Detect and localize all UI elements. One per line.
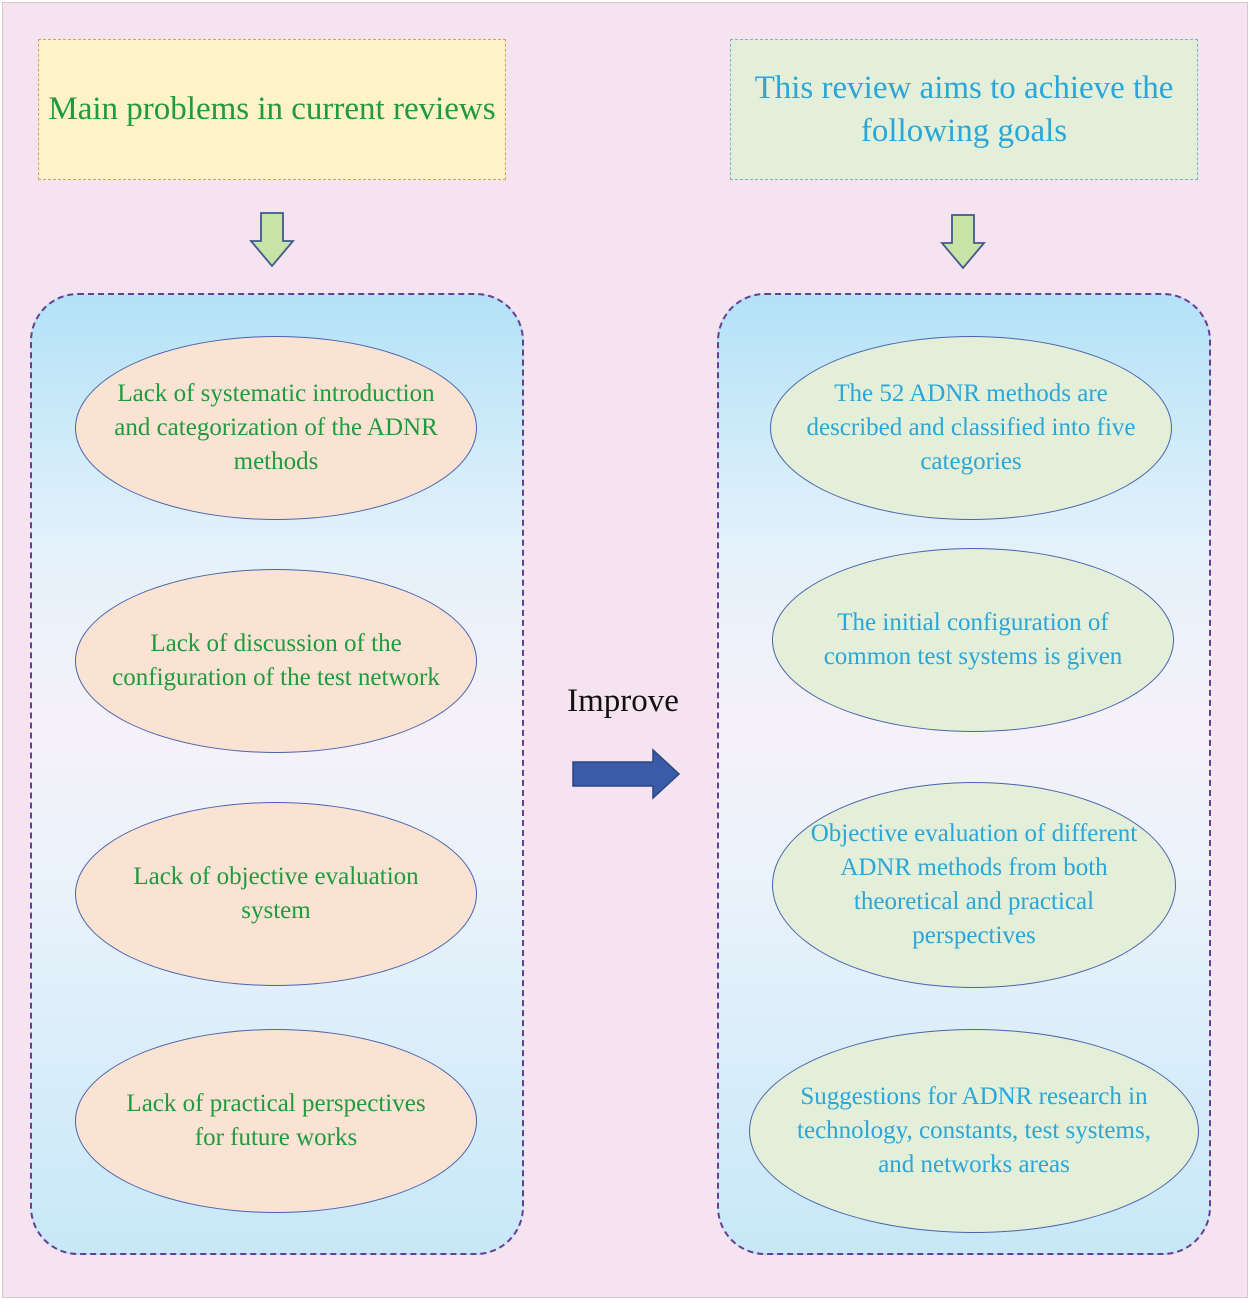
right-item-2: The initial configuration of common test… — [772, 548, 1174, 732]
left-item-2: Lack of discussion of the configuration … — [75, 569, 477, 753]
improve-label: Improve — [567, 683, 679, 719]
right-item-4-text: Suggestions for ADNR research in technol… — [797, 1083, 1151, 1178]
left-item-4: Lack of practical perspectives for futur… — [75, 1029, 477, 1213]
right-item-1-text: The 52 ADNR methods are described and cl… — [806, 380, 1136, 475]
left-item-2-text: Lack of discussion of the configuration … — [112, 630, 440, 691]
right-item-3-text: Objective evaluation of different ADNR m… — [810, 820, 1138, 949]
right-header-box: This review aims to achieve the followin… — [730, 39, 1198, 180]
left-header-text: Main problems in current reviews — [48, 91, 496, 128]
arrow-down-icon — [940, 214, 986, 270]
arrow-right-icon — [572, 748, 681, 800]
left-item-3: Lack of objective evaluation system — [75, 802, 477, 986]
left-item-3-text: Lack of objective evaluation system — [133, 863, 419, 924]
right-item-3: Objective evaluation of different ADNR m… — [772, 782, 1176, 988]
right-item-1: The 52 ADNR methods are described and cl… — [770, 336, 1172, 520]
right-item-4: Suggestions for ADNR research in technol… — [749, 1029, 1199, 1233]
right-item-2-text: The initial configuration of common test… — [823, 609, 1123, 670]
right-header-text: This review aims to achieve the followin… — [754, 69, 1174, 149]
left-header-box: Main problems in current reviews — [38, 39, 506, 180]
left-item-4-text: Lack of practical perspectives for futur… — [126, 1090, 426, 1151]
left-item-1-text: Lack of systematic introduction and cate… — [114, 380, 438, 475]
arrow-down-icon — [249, 212, 295, 268]
left-item-1: Lack of systematic introduction and cate… — [75, 336, 477, 520]
